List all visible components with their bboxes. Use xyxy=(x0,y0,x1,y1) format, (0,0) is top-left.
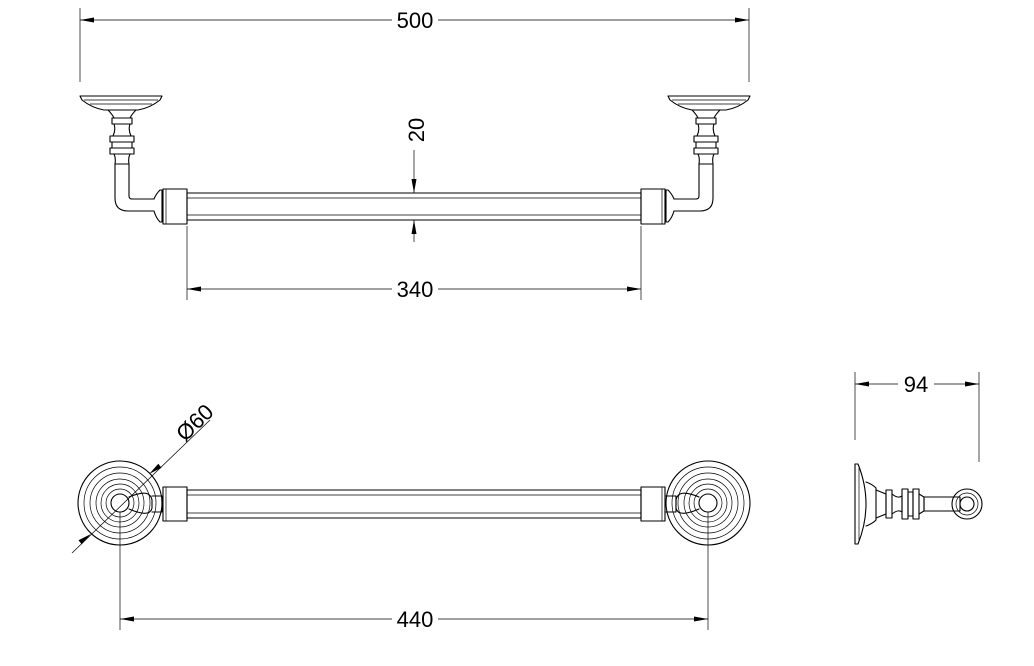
right-bracket-front xyxy=(640,95,751,225)
dimension-base-diameter: Ø60 xyxy=(71,399,218,554)
top-view: Ø60 440 xyxy=(71,399,751,632)
center-distance-label: 440 xyxy=(397,607,434,632)
right-rosette-top xyxy=(640,460,751,546)
dimension-bar-diameter: 20 xyxy=(404,118,429,242)
towel-bar-top xyxy=(186,489,642,519)
dimension-overall-length: 500 xyxy=(79,8,750,82)
projection-label: 94 xyxy=(904,372,928,397)
left-bracket-front xyxy=(79,95,188,225)
overall-length-label: 500 xyxy=(397,8,434,33)
dimension-center-distance: 440 xyxy=(119,512,709,632)
dimension-projection: 94 xyxy=(854,372,980,462)
base-diameter-label: Ø60 xyxy=(171,399,218,446)
left-rosette-top xyxy=(77,460,188,546)
bar-diameter-label: 20 xyxy=(404,118,429,142)
side-view: 94 xyxy=(854,372,983,545)
front-view: 500 20 340 xyxy=(79,8,751,302)
dimension-bar-length: 340 xyxy=(186,226,642,302)
bar-length-label: 340 xyxy=(397,277,434,302)
towel-bar-front xyxy=(186,192,642,221)
